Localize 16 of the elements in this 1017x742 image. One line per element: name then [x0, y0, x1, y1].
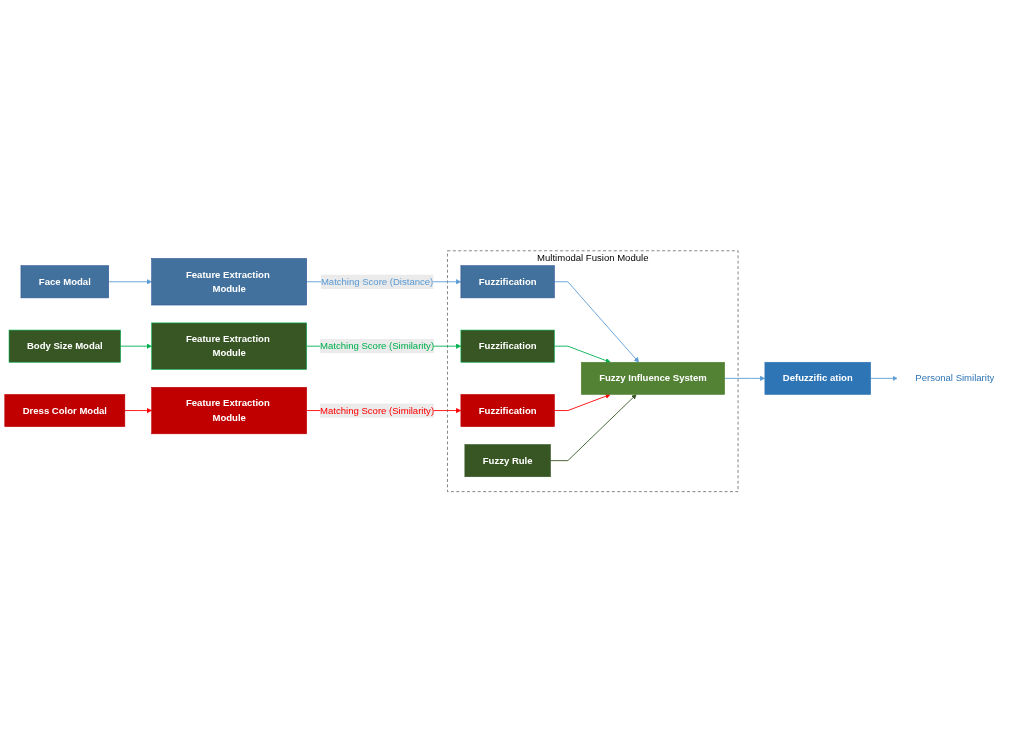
node-box: Fuzzification: [460, 329, 555, 363]
node-box: Dress Color Modal: [4, 393, 126, 427]
node-box: Feature Extraction Module: [151, 322, 307, 370]
node-box: Feature Extraction Module: [151, 386, 307, 434]
node-box: Body Size Modal: [8, 329, 121, 363]
node-box: Fuzzy Influence System: [580, 361, 725, 395]
node-box: Fuzzy Rule: [464, 444, 551, 477]
node-box: Feature Extraction Module: [151, 258, 307, 306]
node-box: Fuzzification: [460, 393, 555, 427]
edge-label: Matching Score (Similarity): [320, 340, 435, 351]
node-box: Face Modal: [20, 265, 109, 298]
node-box: Defuzzific ation: [764, 361, 871, 395]
edge-label: Matching Score (Similarity): [320, 404, 435, 416]
node-box: Fuzzification: [460, 265, 555, 298]
edge-label: Matching Score (Distance): [320, 276, 434, 287]
node-text: Personal Similarity: [915, 372, 995, 383]
